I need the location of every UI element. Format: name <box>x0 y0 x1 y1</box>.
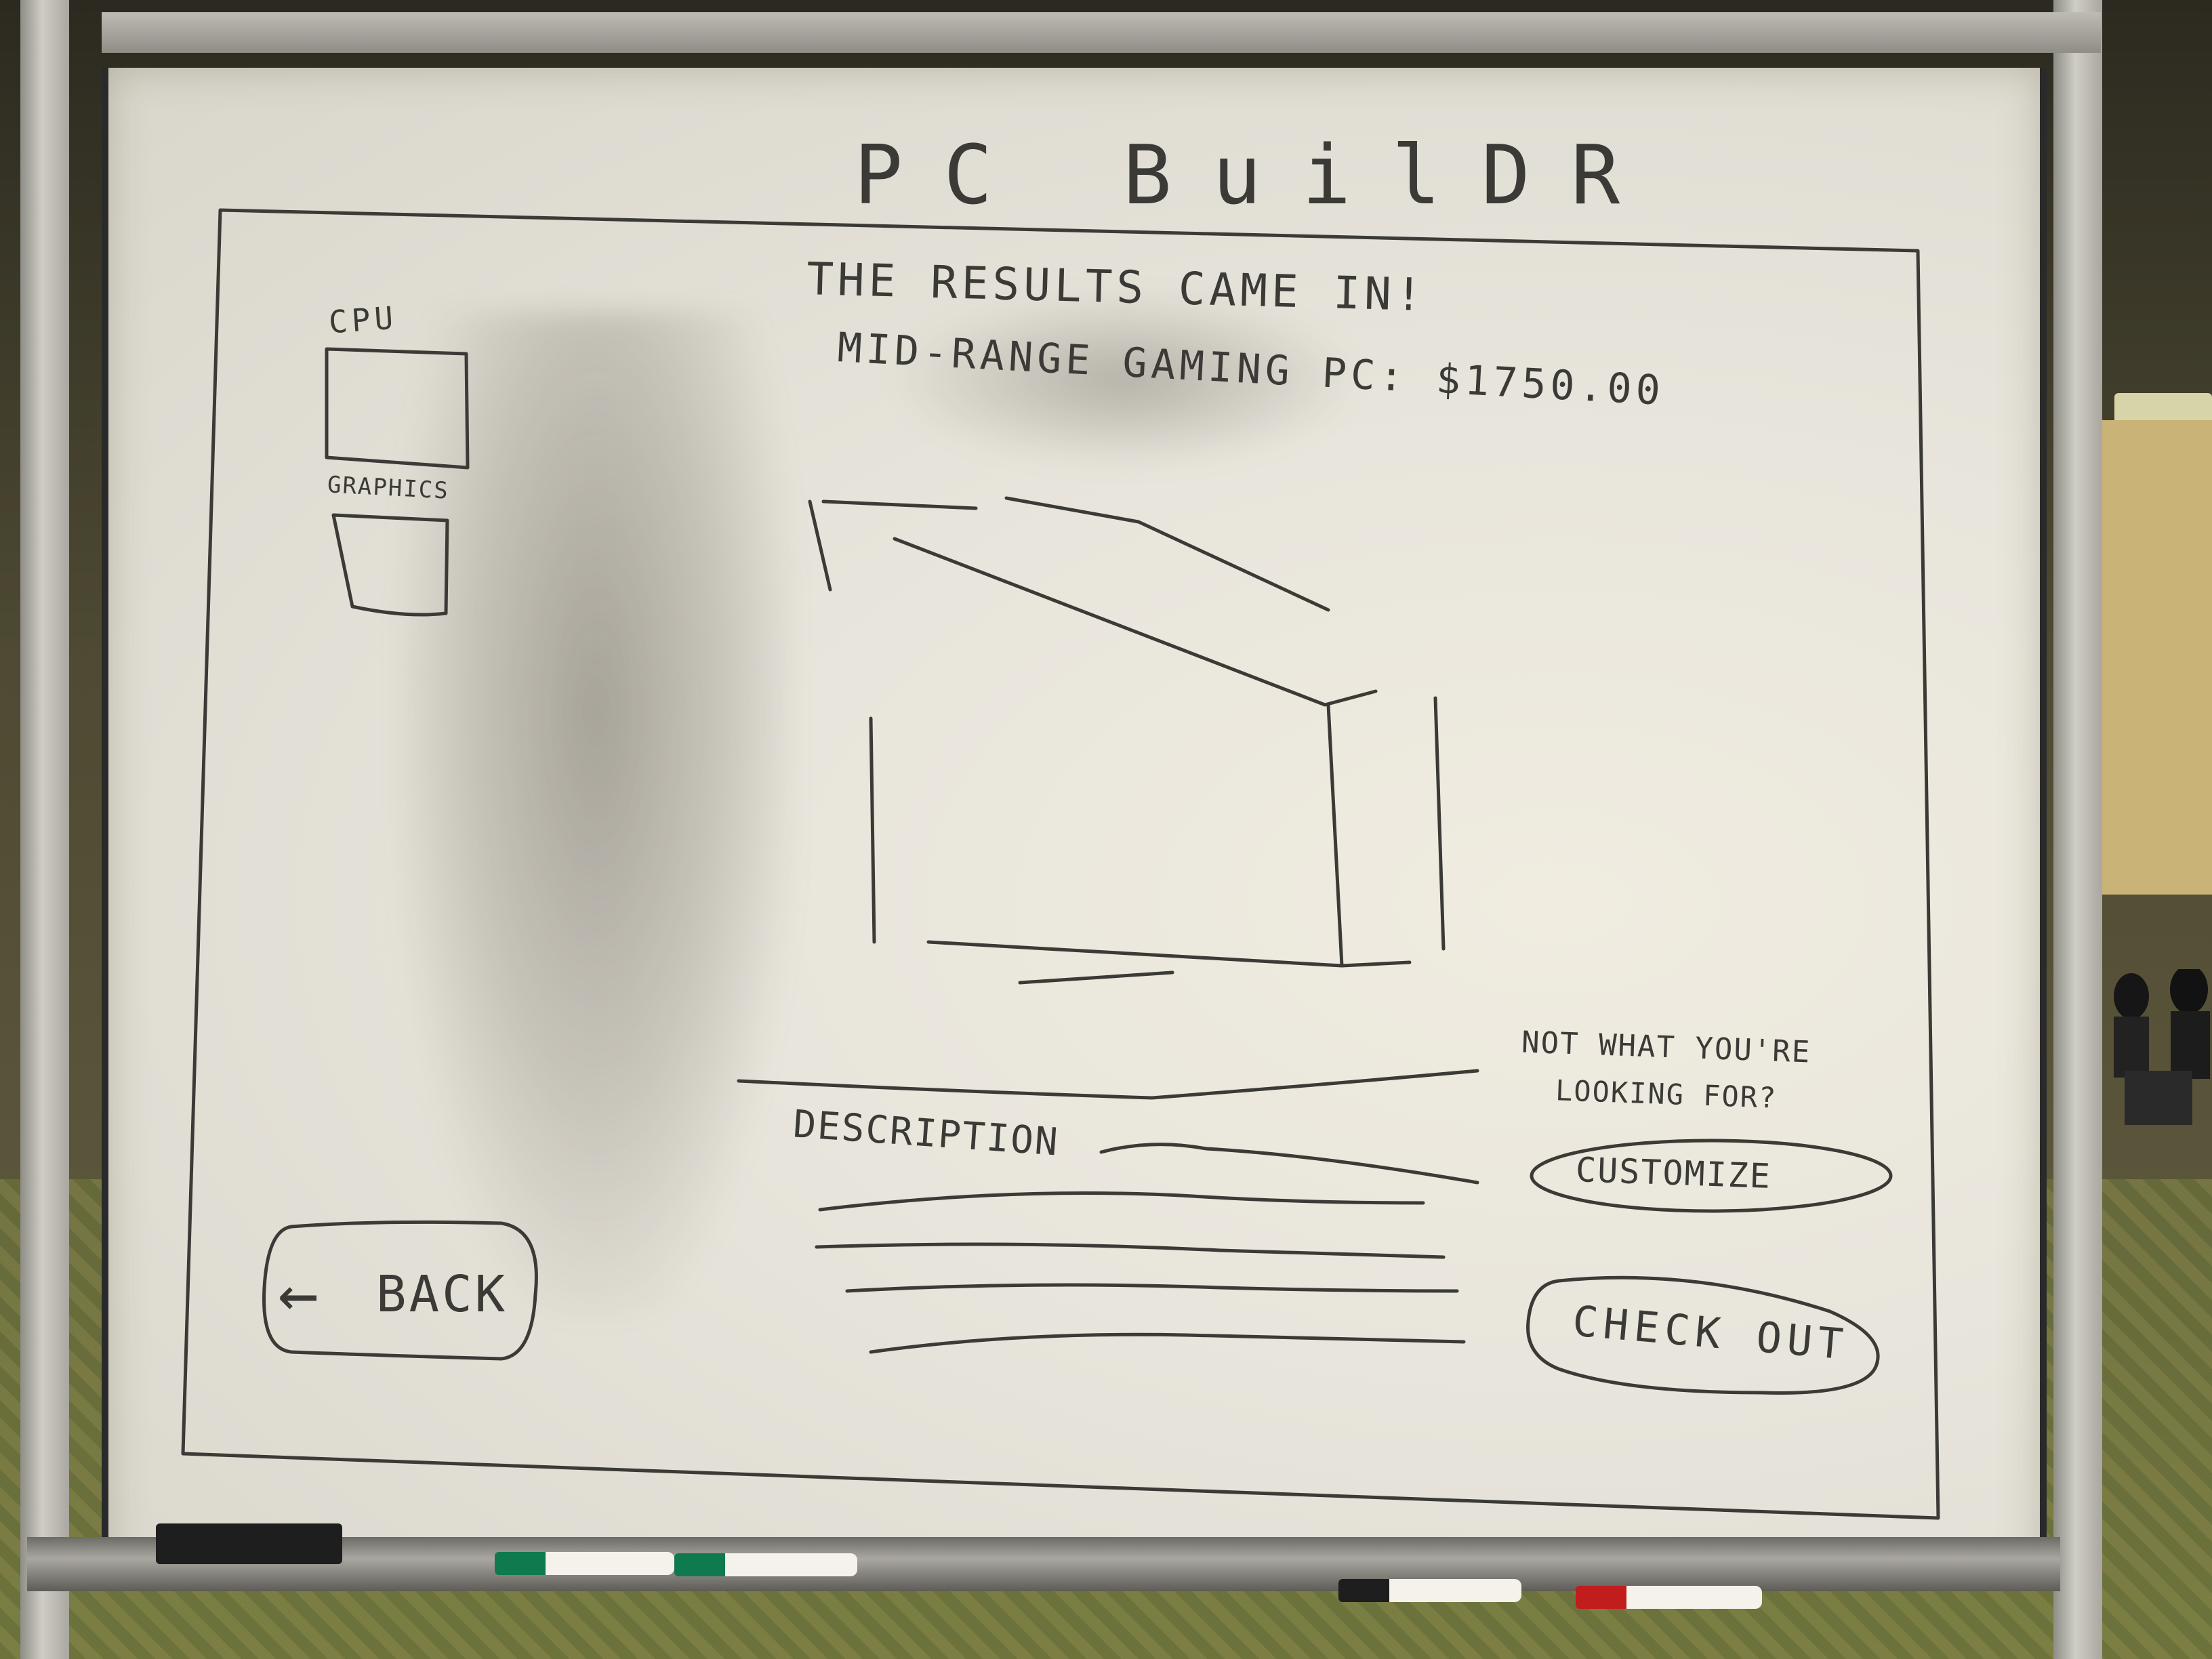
marker-cap <box>1338 1579 1390 1602</box>
graphics-thumbnail-box <box>331 513 449 617</box>
marker-body <box>546 1552 674 1575</box>
description-text-placeholder <box>1099 1143 1479 1185</box>
eraser-smudge <box>888 291 1362 468</box>
pc-case-sketch <box>808 496 1446 985</box>
checkout-button-label: CHECK OUT <box>1570 1296 1851 1370</box>
description-text-placeholder <box>818 1191 1425 1212</box>
back-button-label: BACK <box>376 1265 508 1324</box>
cpu-thumbnail-box <box>325 347 470 470</box>
marker-cap <box>495 1552 546 1575</box>
description-text-placeholder <box>869 1332 1466 1354</box>
customize-button-label: CUSTOMIZE <box>1575 1149 1772 1197</box>
customize-button[interactable]: CUSTOMIZE <box>1535 1145 1887 1206</box>
divider-line <box>737 1069 1479 1100</box>
whiteboard-frame-top <box>102 12 2101 53</box>
red-marker <box>1576 1586 1762 1609</box>
whiteboard-eraser <box>156 1523 342 1564</box>
marker-body <box>1389 1579 1521 1602</box>
marker-cap <box>1576 1586 1627 1609</box>
whiteboard <box>102 68 2047 1586</box>
green-marker <box>495 1552 674 1575</box>
eraser-smudge <box>400 312 793 1315</box>
marker-cap <box>674 1553 726 1576</box>
description-text-placeholder <box>815 1242 1446 1259</box>
black-marker <box>1338 1579 1521 1602</box>
customize-button-outline <box>1530 1139 1893 1213</box>
checkout-button-outline <box>1526 1275 1880 1395</box>
back-button-outline <box>262 1220 538 1361</box>
marker-body <box>1626 1586 1762 1609</box>
sidebar-cpu-label: CPU <box>327 299 398 341</box>
screen-outline <box>181 208 1940 1520</box>
green-marker <box>674 1553 857 1576</box>
back-arrow-icon: ← <box>278 1254 319 1333</box>
background-wall <box>2101 420 2212 895</box>
background-people <box>2114 969 2210 1125</box>
marker-tray <box>27 1537 2060 1591</box>
marker-body <box>725 1553 857 1576</box>
checkout-button[interactable]: CHECK OUT <box>1532 1281 1877 1389</box>
whiteboard-frame-right <box>2053 0 2102 1659</box>
description-text-placeholder <box>845 1283 1459 1293</box>
back-button[interactable]: ← BACK <box>264 1223 535 1359</box>
whiteboard-frame-left <box>20 0 69 1659</box>
page-title: PC BuilDR <box>854 129 1661 223</box>
